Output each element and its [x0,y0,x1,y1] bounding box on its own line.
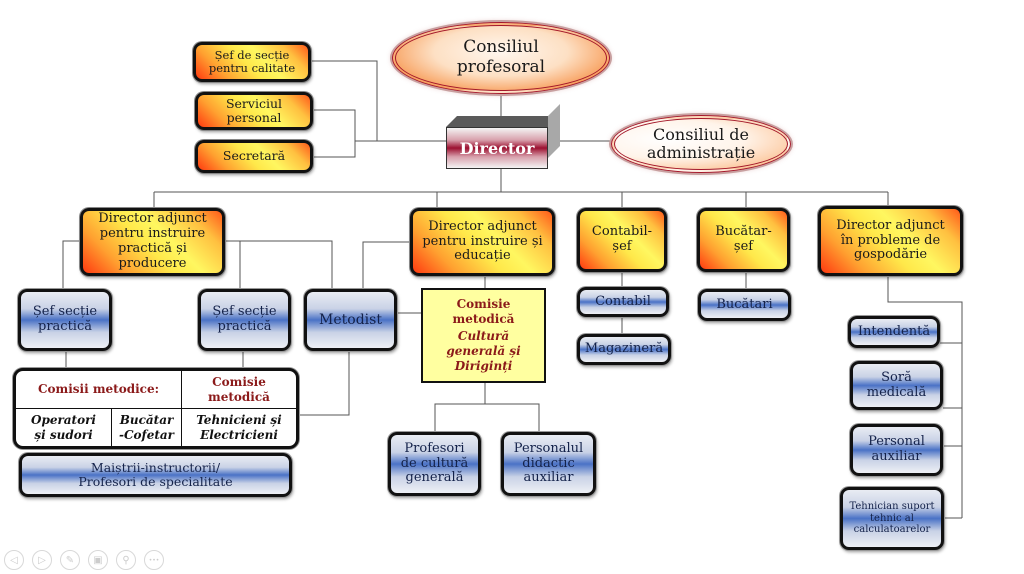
accountant-label: Contabil [595,293,651,309]
steward-node[interactable]: Intendentă [848,316,940,348]
chief-accountant-label: Contabil-șef [591,224,653,254]
section-head-node[interactable]: Șef secție practică [198,289,291,351]
deputy-practical-node[interactable]: Director adjunct pentru instruire practi… [80,208,225,276]
connector [313,109,356,158]
connector [62,240,84,290]
storekeeper-node[interactable]: Magazineră [577,334,671,365]
more-icon[interactable]: ••• [144,550,164,570]
chief-cook-node[interactable]: Bucătar-șef [697,208,790,272]
nurse-node[interactable]: Soră medicală [850,361,943,410]
commissions-header-left: Comisii metodice: [16,371,182,409]
commissions-table: Comisii metodice: Comisie metodică Opera… [13,368,299,449]
steward-label: Intendentă [857,323,931,339]
methodist-node[interactable]: Metodist [304,289,397,351]
section-head-node[interactable]: Șef secție practică [18,289,112,351]
connector [299,350,350,416]
director-label: Director [459,138,535,158]
accountant-node[interactable]: Contabil [577,287,669,317]
staff-node-secretary[interactable]: Secretară [195,140,313,173]
commission-title: Comisie metodică [452,297,515,326]
storekeeper-label: Magazineră [584,341,664,357]
commission-cell: Tehnicieni și Electricieni [196,413,282,442]
commission-subtitle: Cultură generală și Diriginți [446,329,521,373]
consiliul-administratie-label: Consiliul de administrație [646,124,756,162]
staff-label: Șef de secție pentru calitate [208,47,296,75]
staff-label: Serviciul personal [225,95,283,125]
nurse-label: Soră medicală [866,369,927,400]
staff-node-personnel[interactable]: Serviciul personal [195,92,313,130]
deputy-education-node[interactable]: Director adjunct pentru instruire și edu… [410,208,555,276]
staff-label: Secretară [222,148,286,164]
zoom-icon[interactable]: ⚲ [116,550,136,570]
director-node[interactable]: Director [446,127,548,169]
consiliul-administratie-node[interactable]: Consiliul de administrație [611,115,791,173]
auxiliary-teaching-node[interactable]: Personalul didactic auxiliar [501,432,596,496]
commission-cell: Bucătar -Cofetar [112,409,182,446]
auxiliary-staff-label: Personal auxiliar [868,434,925,464]
chief-accountant-node[interactable]: Contabil-șef [577,208,667,272]
cooks-node[interactable]: Bucătari [698,289,791,321]
deputy-household-label: Director adjunct în probleme de gospodăr… [836,217,945,263]
teachers-label: Profesori de cultură generală [400,440,469,486]
commission-cell: Operatori și sudori [16,409,112,446]
deputy-household-node[interactable]: Director adjunct în probleme de gospodăr… [818,206,963,276]
section-head-label: Șef secție practică [212,304,277,334]
next-icon[interactable]: ▷ [32,550,52,570]
consiliul-profesoral-node[interactable]: Consiliul profesoral [392,22,610,94]
commissions-header-right: Comisie metodică [182,371,296,409]
cooks-label: Bucătari [716,296,773,312]
pen-icon[interactable]: ✎ [60,550,80,570]
deputy-practical-label: Director adjunct pentru instruire practi… [98,211,207,271]
connector [362,241,410,290]
slides-icon[interactable]: ▣ [88,550,108,570]
connector [224,240,241,290]
commission-culture-node[interactable]: Comisie metodică Cultură generală și Dir… [421,288,546,383]
consiliul-profesoral-label: Consiliul profesoral [456,37,546,77]
teachers-node[interactable]: Profesori de cultură generală [388,432,481,496]
masters-node[interactable]: Maiștrii-instructorii/ Profesori de spec… [19,453,292,497]
staff-node-quality[interactable]: Șef de secție pentru calitate [193,42,311,82]
auxiliary-teaching-label: Personalul didactic auxiliar [513,440,584,486]
chief-cook-label: Bucătar-șef [715,224,772,254]
connector [311,60,446,142]
connector [434,383,486,432]
it-technician-label: Tehnician suport tehnic al calculatoarel… [849,501,935,536]
slideshow-toolbar: ◁ ▷ ✎ ▣ ⚲ ••• [4,550,164,570]
connector [224,240,333,290]
masters-label: Maiștrii-instructorii/ Profesori de spec… [78,459,233,489]
it-technician-node[interactable]: Tehnician suport tehnic al calculatoarel… [840,487,944,550]
director-box-top [446,116,559,127]
connector [887,276,963,518]
auxiliary-staff-node[interactable]: Personal auxiliar [850,424,943,476]
methodist-label: Metodist [319,311,382,328]
section-head-label: Șef secție practică [32,304,98,334]
connector [485,403,540,432]
previous-icon[interactable]: ◁ [4,550,24,570]
deputy-education-label: Director adjunct pentru instruire și edu… [422,218,543,264]
